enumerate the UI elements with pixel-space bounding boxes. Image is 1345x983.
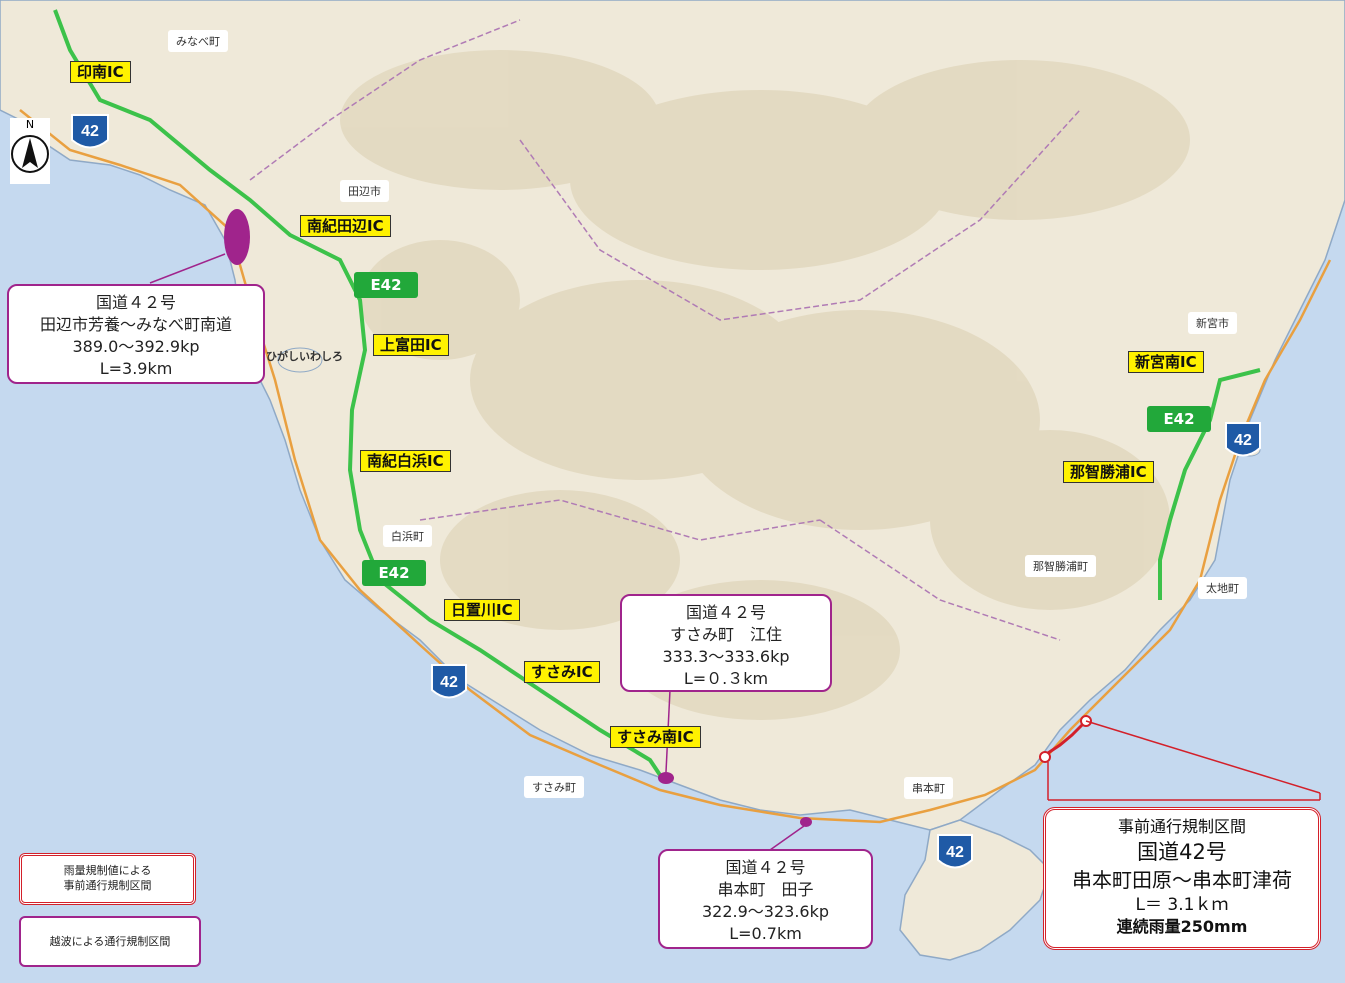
- place-kushimoto: 串本町: [904, 777, 953, 799]
- callout-route: 国道42号: [1137, 840, 1227, 864]
- rain-restriction-section[interactable]: [1044, 720, 1087, 757]
- callout-tanabe: 国道４２号 田辺市芳養～みなべ町南道 389.0～392.9kp L=3.9km: [7, 284, 265, 384]
- callout-title: 事前通行規制区間: [1117, 817, 1246, 836]
- ic-nachikatsuura: 那智勝浦IC: [1063, 461, 1154, 483]
- place-minabe: みなべ町: [168, 30, 228, 52]
- section-endpoint-start: [1039, 751, 1051, 763]
- place-taiji: 太地町: [1198, 577, 1247, 599]
- wave-restriction-susami[interactable]: [658, 772, 674, 784]
- legend-rain-line2: 事前通行規制区間: [63, 879, 152, 892]
- legend-rain-line1: 雨量規制値による: [63, 864, 152, 877]
- callout-route: 国道４２号: [725, 858, 806, 877]
- place-tanabe: 田辺市: [340, 180, 389, 202]
- route-42-shield: 42: [937, 834, 973, 869]
- legend-rain-restriction: 雨量規制値による 事前通行規制区間: [19, 853, 196, 905]
- boundaries: [249, 19, 1081, 641]
- callout-length: L=０.３km: [683, 669, 769, 688]
- route-42-shield-label: 42: [81, 123, 99, 140]
- north-label: N: [25, 118, 35, 131]
- ic-kamitonda: 上富田IC: [373, 334, 449, 356]
- ic-shingu-minami: 新宮南IC: [1128, 351, 1204, 373]
- legend-wave-restriction: 越波による通行規制区間: [19, 916, 201, 967]
- ic-nanki-tanabe: 南紀田辺IC: [300, 215, 391, 237]
- leader-main-top: [1085, 720, 1321, 794]
- legend-wave-label: 越波による通行規制区間: [49, 935, 171, 948]
- route-42-shield: 42: [431, 664, 467, 699]
- route-42-shield: 42: [71, 114, 109, 149]
- expressway-badge: E42: [362, 560, 426, 586]
- wave-restriction-tanabe[interactable]: [224, 209, 250, 265]
- expressway-e42-east: [1158, 368, 1261, 600]
- callout-susami: 国道４２号 すさみ町 江住 333.3～333.6kp L=０.３km: [620, 594, 832, 692]
- place-shirahama: 白浜町: [383, 525, 432, 547]
- ic-susami: すさみIC: [524, 661, 600, 683]
- callout-kp: 333.3～333.6kp: [662, 647, 790, 666]
- callout-length: L＝ 3.1ｋｍ: [1135, 895, 1229, 915]
- route-42-shield-label: 42: [1234, 432, 1252, 449]
- ic-susami-minami: すさみ南IC: [610, 726, 701, 748]
- callout-rainfall: 連続雨量250mm: [1116, 917, 1248, 936]
- ic-innan: 印南IC: [70, 61, 131, 83]
- callout-length: L=0.7km: [729, 924, 802, 943]
- expressway-badge: E42: [1147, 406, 1211, 432]
- callout-kp: 389.0～392.9kp: [72, 337, 200, 356]
- place-susami: すさみ町: [524, 776, 584, 798]
- place-shingu: 新宮市: [1188, 312, 1237, 334]
- expressway-e42: [53, 9, 662, 777]
- route-42-shield-label: 42: [440, 674, 458, 691]
- callout-section: すさみ町 江住: [669, 625, 782, 644]
- island: [277, 347, 323, 373]
- expressway-badge: E42: [354, 272, 418, 298]
- ic-hikigawa: 日置川IC: [444, 599, 520, 621]
- route-42-shield-label: 42: [946, 844, 964, 861]
- callout-route: 国道４２号: [95, 293, 176, 312]
- callout-section: 串本町田原～串本町津荷: [1072, 868, 1292, 892]
- route-42-shield: 42: [1225, 422, 1261, 457]
- callout-section: 田辺市芳養～みなべ町南道: [39, 315, 232, 334]
- callout-route: 国道４２号: [685, 603, 766, 622]
- wave-restriction-kushimoto[interactable]: [800, 817, 812, 827]
- north-arrow: N: [10, 118, 50, 184]
- leader-kushimoto: [769, 825, 805, 851]
- callout-section: 串本町 田子: [717, 880, 814, 899]
- compass-icon: [11, 135, 49, 173]
- place-nachikatsuura: 那智勝浦町: [1025, 555, 1096, 577]
- callout-kp: 322.9～323.6kp: [701, 902, 830, 921]
- callout-main-restriction: 事前通行規制区間 国道42号 串本町田原～串本町津荷 L＝ 3.1ｋｍ 連続雨量…: [1043, 807, 1321, 950]
- callout-kushimoto: 国道４２号 串本町 田子 322.9～323.6kp L=0.7km: [658, 849, 873, 949]
- place-higashi-iwashiro: ひがしいわしろ: [266, 350, 343, 363]
- callout-length: L=3.9km: [99, 359, 173, 378]
- leader-tanabe: [149, 253, 226, 284]
- ic-nanki-shirahama: 南紀白浜IC: [360, 450, 451, 472]
